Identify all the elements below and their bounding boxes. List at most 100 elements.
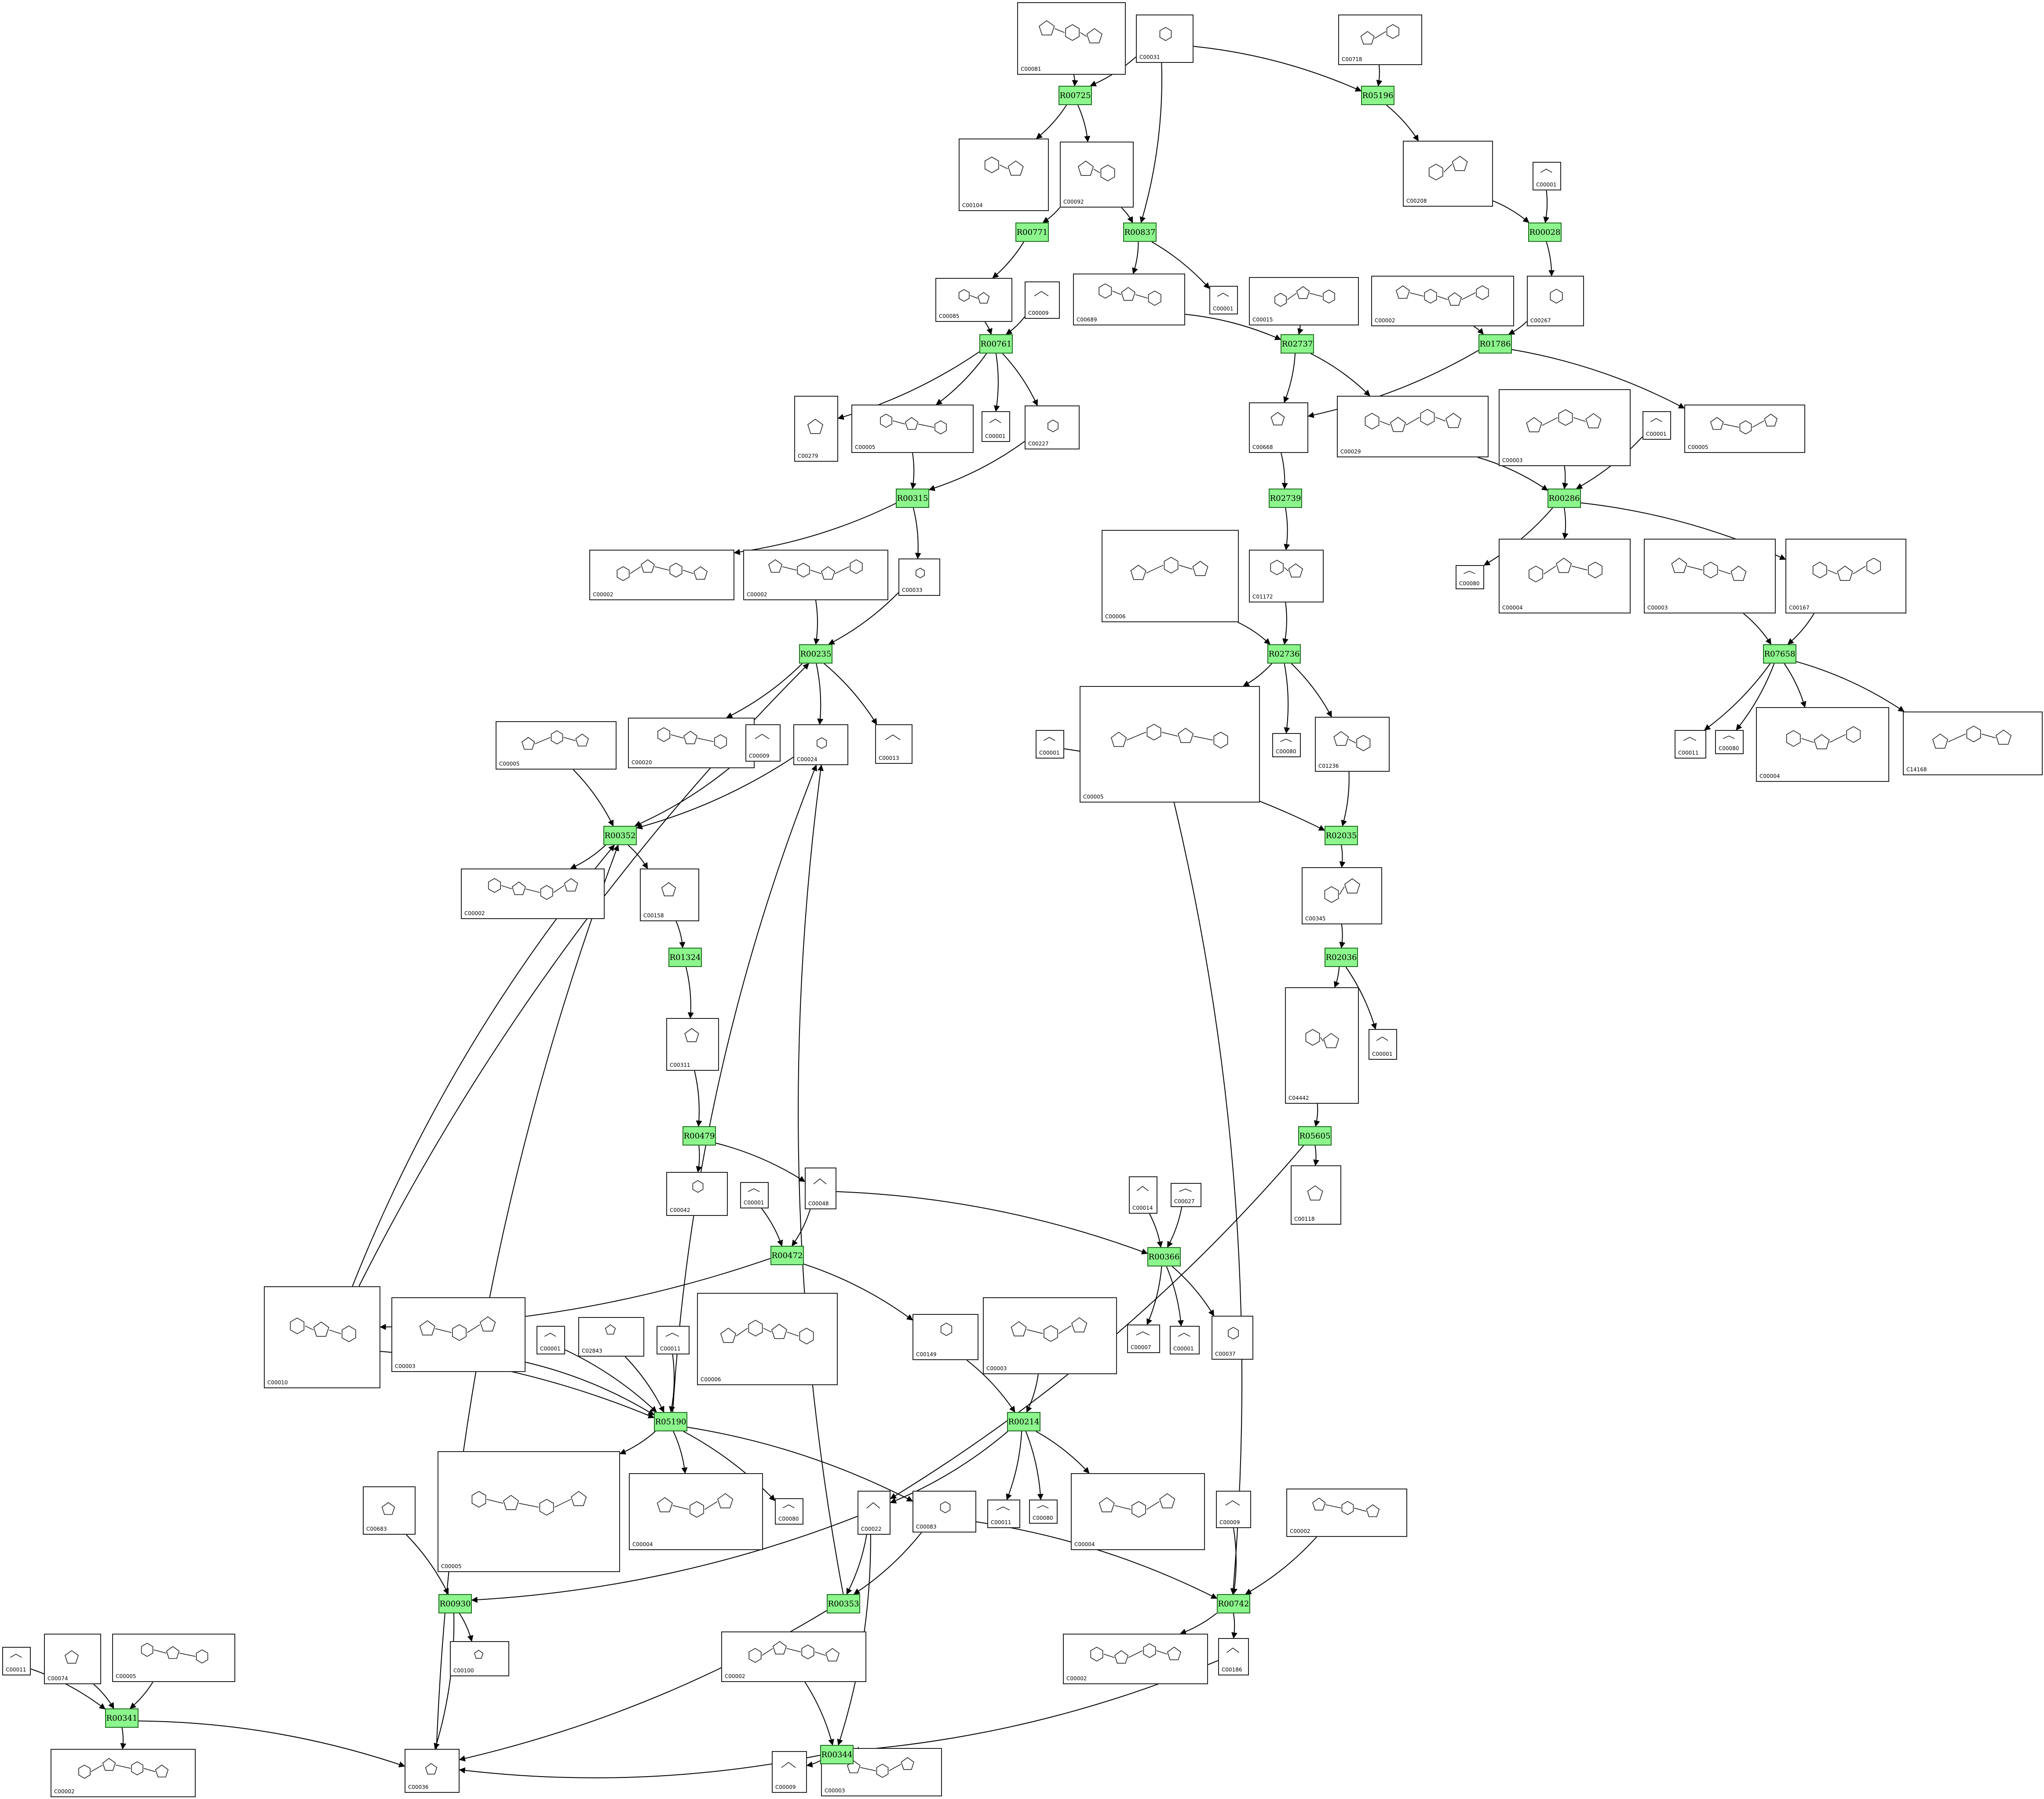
compound-node[interactable]: C00074 xyxy=(44,1634,101,1684)
reaction-node[interactable]: R00341 xyxy=(105,1708,139,1728)
compound-node[interactable]: C00011 xyxy=(657,1326,690,1354)
compound-node[interactable]: C00001 xyxy=(1170,1326,1200,1354)
compound-node[interactable]: C00005 xyxy=(1080,686,1260,803)
reaction-node[interactable]: R02737 xyxy=(1281,334,1314,354)
compound-node[interactable]: C00158 xyxy=(640,868,699,921)
compound-node[interactable]: C00005 xyxy=(851,405,974,453)
reaction-node[interactable]: R00837 xyxy=(1123,223,1157,242)
compound-node[interactable]: C00080 xyxy=(1272,733,1301,757)
compound-node[interactable]: C04442 xyxy=(1285,987,1359,1104)
reaction-node[interactable]: R05196 xyxy=(1361,86,1394,105)
compound-node[interactable]: C00004 xyxy=(629,1473,763,1550)
compound-node[interactable]: C00010 xyxy=(264,1286,380,1388)
reaction-node[interactable]: R00353 xyxy=(827,1594,860,1613)
compound-node[interactable]: C00689 xyxy=(1073,274,1185,325)
reaction-node[interactable]: R00761 xyxy=(979,334,1013,354)
compound-node[interactable]: C00024 xyxy=(793,724,848,765)
compound-node[interactable]: C00006 xyxy=(1102,530,1239,622)
reaction-node[interactable]: R00315 xyxy=(896,489,929,508)
compound-node[interactable]: C00001 xyxy=(740,1182,769,1208)
compound-node[interactable]: C00007 xyxy=(1127,1325,1160,1353)
compound-node[interactable]: C00001 xyxy=(1369,1029,1397,1060)
compound-node[interactable]: C00002 xyxy=(461,868,605,919)
compound-node[interactable]: C00011 xyxy=(987,1500,1020,1528)
compound-node[interactable]: C00015 xyxy=(1249,277,1359,325)
compound-node[interactable]: C00022 xyxy=(858,1491,891,1535)
compound-node[interactable]: C00001 xyxy=(1642,411,1671,440)
reaction-node[interactable]: R00028 xyxy=(1528,223,1562,242)
compound-node[interactable]: C00002 xyxy=(1063,1634,1208,1684)
reaction-node[interactable]: R00725 xyxy=(1058,86,1092,105)
compound-node[interactable]: C00208 xyxy=(1403,141,1493,207)
compound-node[interactable]: C00227 xyxy=(1025,405,1080,449)
reaction-node[interactable]: R00235 xyxy=(799,644,832,664)
compound-node[interactable]: C00011 xyxy=(1675,730,1706,759)
compound-node[interactable]: C00002 xyxy=(721,1631,866,1682)
compound-node[interactable]: C00083 xyxy=(912,1491,976,1533)
compound-node[interactable]: C00001 xyxy=(982,411,1010,442)
compound-node[interactable]: C00004 xyxy=(1499,539,1631,613)
reaction-node[interactable]: R00344 xyxy=(820,1745,854,1764)
compound-node[interactable]: C00080 xyxy=(775,1498,803,1525)
reaction-node[interactable]: R00930 xyxy=(438,1594,472,1613)
compound-node[interactable]: C00118 xyxy=(1291,1165,1341,1225)
compound-node[interactable]: C00036 xyxy=(405,1749,460,1793)
compound-node[interactable]: C00020 xyxy=(628,718,755,768)
compound-node[interactable]: C00092 xyxy=(1060,142,1134,208)
compound-node[interactable]: C00080 xyxy=(1029,1500,1058,1524)
reaction-node[interactable]: R05190 xyxy=(654,1412,687,1431)
reaction-node[interactable]: R05605 xyxy=(1298,1126,1332,1146)
compound-node[interactable]: C00080 xyxy=(1456,565,1484,589)
compound-node[interactable]: C00001 xyxy=(1036,730,1064,759)
compound-node[interactable]: C00005 xyxy=(496,721,617,770)
compound-node[interactable]: C00013 xyxy=(875,724,912,764)
compound-node[interactable]: C00100 xyxy=(450,1641,509,1676)
compound-node[interactable]: C00003 xyxy=(983,1297,1117,1374)
compound-node[interactable]: C00011 xyxy=(2,1647,31,1675)
compound-node[interactable]: C00003 xyxy=(391,1297,526,1372)
compound-node[interactable]: C00267 xyxy=(1527,276,1584,326)
compound-node[interactable]: C00031 xyxy=(1136,15,1194,63)
compound-node[interactable]: C00004 xyxy=(1756,707,1889,782)
reaction-node[interactable]: R02036 xyxy=(1325,948,1358,967)
compound-node[interactable]: C00186 xyxy=(1218,1638,1249,1675)
compound-node[interactable]: C00005 xyxy=(438,1451,620,1572)
compound-node[interactable]: C01172 xyxy=(1249,550,1324,602)
reaction-node[interactable]: R02035 xyxy=(1325,826,1358,845)
reaction-node[interactable]: R01786 xyxy=(1478,334,1512,354)
compound-node[interactable]: C00048 xyxy=(805,1168,836,1209)
compound-node[interactable]: C00027 xyxy=(1171,1183,1201,1207)
compound-node[interactable]: C00081 xyxy=(1017,2,1126,75)
reaction-node[interactable]: R00771 xyxy=(1015,223,1049,242)
compound-node[interactable]: C00005 xyxy=(1684,405,1805,453)
reaction-node[interactable]: R00214 xyxy=(1007,1412,1040,1431)
compound-node[interactable]: C00311 xyxy=(666,1018,719,1071)
compound-node[interactable]: C00002 xyxy=(1371,276,1514,326)
compound-node[interactable]: C00042 xyxy=(666,1172,728,1216)
compound-node[interactable]: C00003 xyxy=(1499,389,1631,466)
compound-node[interactable]: C00006 xyxy=(697,1293,838,1385)
compound-node[interactable]: C01236 xyxy=(1315,717,1390,772)
compound-node[interactable]: C00104 xyxy=(959,139,1049,211)
compound-node[interactable]: C00345 xyxy=(1302,867,1382,924)
compound-node[interactable]: C00005 xyxy=(112,1634,235,1682)
compound-node[interactable]: C00009 xyxy=(1025,281,1060,319)
compound-node[interactable]: C00003 xyxy=(1644,539,1776,613)
compound-node[interactable]: C00167 xyxy=(1785,539,1906,613)
reaction-node[interactable]: R00479 xyxy=(683,1126,716,1146)
compound-node[interactable]: C00004 xyxy=(1071,1473,1205,1550)
compound-node[interactable]: C00002 xyxy=(743,550,888,600)
compound-node[interactable]: C00029 xyxy=(1337,396,1489,457)
compound-node[interactable]: C00037 xyxy=(1212,1316,1253,1360)
compound-node[interactable]: C00718 xyxy=(1338,15,1422,65)
compound-node[interactable]: C00033 xyxy=(898,558,940,596)
reaction-node[interactable]: R02736 xyxy=(1267,644,1301,664)
compound-node[interactable]: C00014 xyxy=(1129,1176,1157,1214)
reaction-node[interactable]: R00742 xyxy=(1217,1594,1250,1613)
compound-node[interactable]: C00683 xyxy=(363,1486,416,1535)
compound-node[interactable]: C00149 xyxy=(912,1314,978,1360)
compound-node[interactable]: C00001 xyxy=(1209,286,1238,314)
reaction-node[interactable]: R00352 xyxy=(603,826,637,845)
reaction-node[interactable]: R02739 xyxy=(1269,489,1302,508)
compound-node[interactable]: C14168 xyxy=(1903,712,2043,775)
